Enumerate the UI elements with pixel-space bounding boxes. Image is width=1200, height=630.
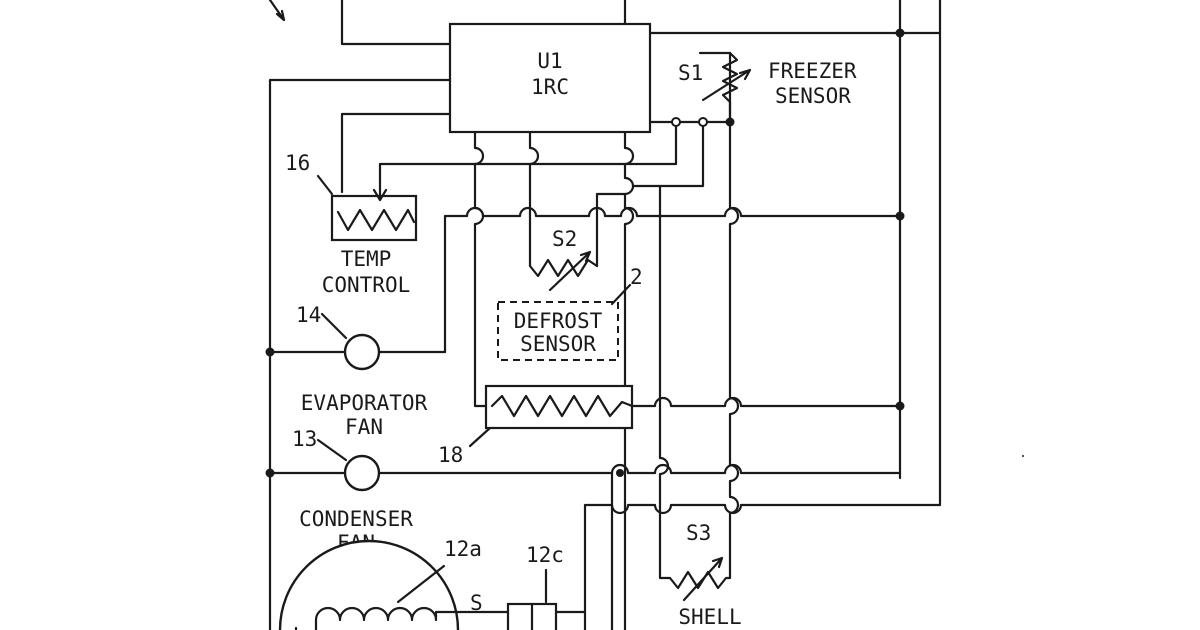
defrost-sensor-label-2: SENSOR — [520, 332, 596, 356]
defrost-sensor-s2: S2 DEFROST SENSOR 2 — [497, 227, 643, 361]
defrost-sensor-number: 2 — [630, 265, 643, 289]
heater-ref: 18 — [438, 443, 463, 467]
arrow-fragment — [268, 0, 286, 22]
junction-dots — [265, 28, 905, 478]
evaporator-fan-symbol — [343, 333, 381, 371]
controller-label-2: 1RC — [531, 75, 569, 99]
compressor-winding — [314, 606, 462, 630]
defrost-sensor-label-1: DEFROST — [514, 309, 603, 333]
supply-wiring — [268, 0, 942, 630]
evaporator-fan-ref: 14 — [296, 303, 321, 327]
evaporator-fan-14: 14 EVAPORATOR FAN — [296, 303, 428, 439]
compressor-housing — [278, 539, 460, 630]
compressor-winding-ref: 12a — [444, 537, 482, 561]
temp-control-label-1: TEMP — [341, 247, 392, 271]
freezer-sensor-ref: S1 — [678, 61, 703, 85]
compressor-terminal-label: S — [470, 591, 483, 615]
condenser-fan-symbol — [343, 454, 381, 492]
compressor-relay-ref: 12c — [526, 543, 564, 567]
heater-box — [484, 384, 634, 430]
freezer-sensor-label-1: FREEZER — [768, 59, 857, 83]
controller-u1: U1 1RC — [448, 22, 652, 134]
defrost-sensor-box — [497, 301, 619, 361]
condenser-fan-ref: 13 — [292, 427, 317, 451]
shell-sensor-ref: S3 — [686, 521, 711, 545]
condenser-fan-label-1: CONDENSER — [299, 507, 413, 531]
evaporator-fan-label-2: FAN — [345, 415, 383, 439]
condenser-fan-13: 13 CONDENSER FAN — [292, 427, 413, 555]
defrost-sensor-ref: S2 — [552, 227, 577, 251]
controller-label-1: U1 — [537, 49, 562, 73]
temp-control-ref: 16 — [285, 151, 310, 175]
compressor-12: 12a S 12c — [278, 537, 564, 630]
scan-speck — [1022, 455, 1024, 457]
shell-sensor-s3: S3 SHELL — [658, 521, 742, 629]
freezer-sensor-s1: S1 FREEZER SENSOR — [678, 51, 857, 124]
evaporator-fan-label-1: EVAPORATOR — [301, 391, 428, 415]
freezer-sensor-label-2: SENSOR — [775, 84, 851, 108]
shell-sensor-label: SHELL — [678, 605, 741, 629]
temp-control-label-2: CONTROL — [322, 273, 411, 297]
temp-control-16: 16 TEMP CONTROL — [285, 151, 418, 297]
controller-box — [448, 22, 652, 134]
heater-18: 18 — [438, 384, 634, 467]
